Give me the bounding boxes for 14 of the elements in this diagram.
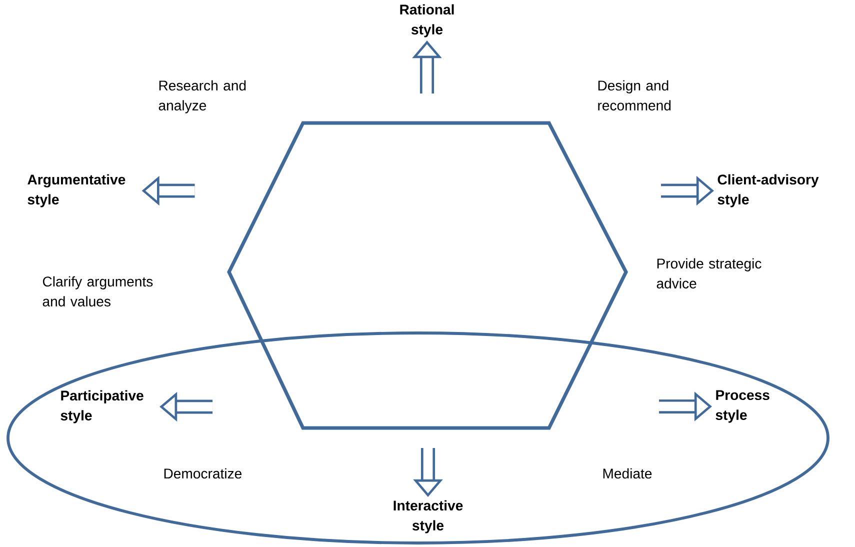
activity-label: Mediate — [603, 468, 652, 479]
activity-label: Research and analyze — [158, 80, 246, 114]
activity-label: Democratize — [164, 468, 242, 479]
style-label: Argumentative style — [28, 174, 126, 208]
activity-label: Provide strategic advice — [656, 258, 762, 288]
ellipse — [6, 332, 830, 544]
style-label: Process style — [716, 390, 770, 423]
style-label: Interactive style — [394, 500, 463, 534]
activity-label: Design and recommend — [598, 80, 671, 110]
style-label: Participative style — [60, 390, 144, 424]
activity-label: Clarify arguments and values — [42, 276, 153, 306]
style-label: Client-advisory style — [718, 174, 819, 208]
style-label: Rational style — [400, 4, 454, 38]
hexagon — [227, 121, 628, 430]
